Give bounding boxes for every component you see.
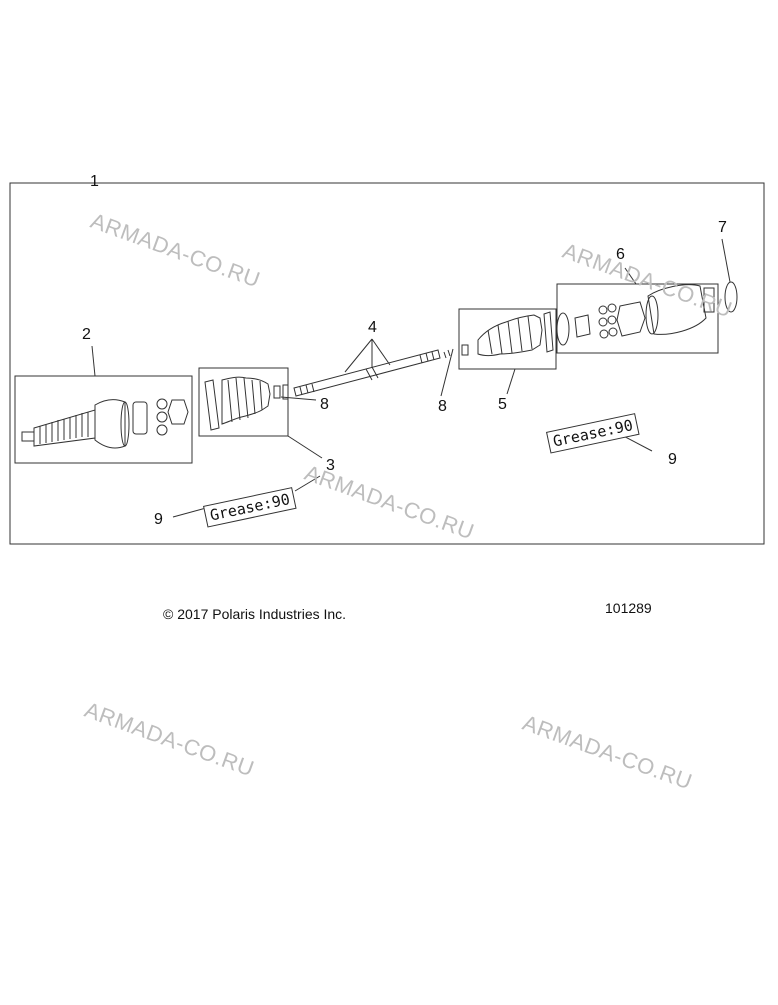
callout-4: 4 <box>368 319 377 336</box>
figure-number: 101289 <box>605 600 652 616</box>
callout-2: 2 <box>82 326 91 343</box>
callout-3: 3 <box>326 457 335 474</box>
inner-cv-joint <box>556 284 715 346</box>
circlip <box>724 281 738 313</box>
inner-boot-box <box>458 308 557 370</box>
callout-8-right: 8 <box>438 398 447 415</box>
callout-9-left: 9 <box>154 511 163 528</box>
callout-5: 5 <box>498 396 507 413</box>
assembly-frame <box>9 182 765 545</box>
outer-cv-joint-box <box>14 375 193 464</box>
callout-6: 6 <box>616 246 625 263</box>
boot-kit-box <box>198 367 289 437</box>
outer-cv-joint <box>21 398 189 449</box>
callout-8-left: 8 <box>320 396 329 413</box>
boot-right <box>461 311 554 356</box>
copyright-text: © 2017 Polaris Industries Inc. <box>163 606 347 622</box>
axle-shaft <box>293 349 451 397</box>
inner-cv-joint-box <box>556 283 719 354</box>
callout-1: 1 <box>90 173 99 190</box>
callout-9-right: 9 <box>668 451 677 468</box>
callout-7: 7 <box>718 219 727 236</box>
boot-left <box>204 376 289 431</box>
